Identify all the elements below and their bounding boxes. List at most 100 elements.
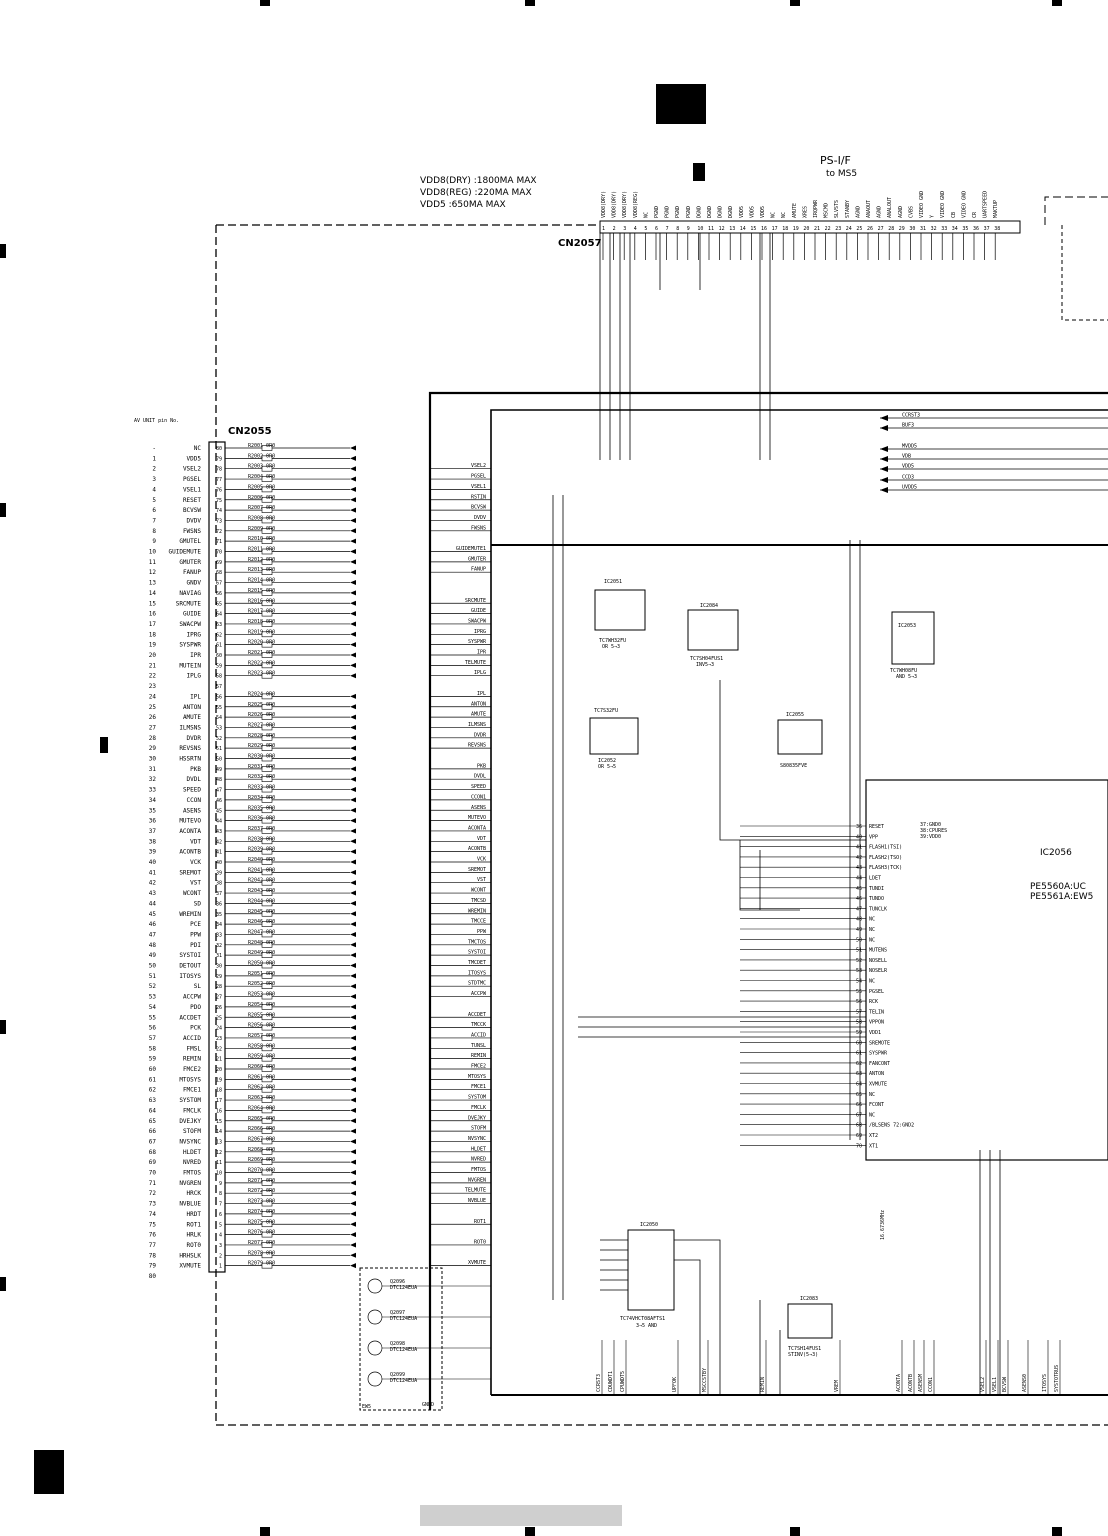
arrow-marker — [350, 714, 356, 720]
cn2055-signal: SYSTOI — [179, 952, 201, 959]
mid-signal-label: ACCPW — [471, 991, 487, 997]
av-pin-number: 2 — [152, 466, 156, 473]
av-pin-number: 4 — [152, 486, 156, 493]
mid-signal-label: GUIDEMUTE1 — [456, 546, 486, 552]
ic2056-pin-number: 58 — [856, 1020, 862, 1026]
mid-signal-label: FWSNS — [471, 525, 486, 531]
ic2056-pin-number: 66 — [856, 1102, 862, 1108]
resistor-label: R2016 0R0 — [248, 598, 275, 604]
av-pin-number: 32 — [149, 776, 157, 783]
cn2055-signal: FMCE1 — [183, 1087, 201, 1094]
resistor-label: R2036 0R0 — [248, 816, 275, 822]
arrow-marker — [350, 507, 356, 513]
cn2057-pin-label: DGND — [728, 206, 734, 218]
mid-signal-label: ACCDET — [468, 1012, 486, 1018]
cn2055-signal: RESET — [183, 497, 201, 504]
av-pin-number: 71 — [149, 1180, 157, 1187]
bus-arrow — [880, 466, 888, 472]
transistor-name: Q2096 — [390, 1279, 405, 1285]
ic2051-part: TC7WH32FU — [599, 638, 626, 644]
arrow-marker — [350, 849, 356, 855]
arrow-marker — [350, 1076, 356, 1082]
arrow-marker — [350, 1190, 356, 1196]
mid-signal-label: RSTIN — [471, 494, 486, 500]
resistor-label: R2067 0R0 — [248, 1136, 275, 1142]
resistor-label: R2074 0R0 — [248, 1209, 275, 1215]
mid-signal-label: DVDR — [474, 732, 487, 738]
transistor-symbol — [367, 1278, 383, 1294]
transistor-name: Q2098 — [390, 1341, 405, 1347]
resistor — [261, 496, 273, 503]
resistor-label: R2053 0R0 — [248, 992, 275, 998]
av-pin-number: 79 — [149, 1263, 157, 1270]
resistor — [261, 569, 273, 576]
cn2055-pin: 46 — [216, 798, 222, 804]
av-pin-number: 5 — [152, 497, 156, 504]
arrow-marker — [350, 497, 356, 503]
av-pin-number: 31 — [149, 766, 157, 773]
resistor — [261, 1097, 273, 1103]
ic2084-part: TC7SH04FUS1 — [690, 656, 723, 662]
bottom-signal-label: ASENSM — [918, 1374, 924, 1392]
cn2055-pin: 76 — [216, 487, 222, 493]
cn2055-signal: FMSL — [187, 1045, 202, 1052]
resistor-label: R2018 0R0 — [248, 619, 275, 625]
ic2050-note: 3→5 AND — [636, 1323, 657, 1329]
bottom-signal-label: ASENS0 — [1022, 1374, 1028, 1392]
av-pin-number: 54 — [149, 1004, 157, 1011]
arrow-marker — [350, 1159, 356, 1165]
ic2056-pin-label: NC — [869, 917, 875, 923]
cn2055-signal: ROT1 — [187, 1221, 202, 1228]
cn2055-signal: ITOSYS — [179, 973, 201, 980]
resistor — [261, 1035, 273, 1041]
cn2055-label: CN2055 — [228, 426, 272, 437]
arrow-marker — [350, 528, 356, 534]
cn2055-signal: NC — [194, 445, 202, 452]
bus-label: BUF3 — [902, 423, 914, 429]
arrow-marker — [350, 569, 356, 575]
transistor-part: DTC124EUA — [390, 1378, 417, 1384]
arrow-marker — [350, 973, 356, 979]
resistor-label: R2037 0R0 — [248, 826, 275, 832]
ic2056-pin-label: NC — [869, 937, 875, 943]
cn2055-pin: 45 — [216, 808, 222, 814]
cn2057-pin-number: 2 — [613, 226, 616, 232]
cn2057-pin-label: XRES — [802, 206, 808, 218]
arrow-marker — [350, 693, 356, 699]
cn2055-pin: 40 — [216, 860, 222, 866]
av-pin-number: 43 — [149, 890, 157, 897]
cn2057-pin-number: 25 — [856, 226, 862, 232]
cn2055-signal: NVSYNC — [179, 1138, 201, 1145]
cn2055-signal: VST — [190, 880, 201, 887]
bottom-signal-label: ACONTA — [896, 1374, 902, 1392]
transistor-part: DTC124EUA — [390, 1285, 417, 1291]
mid-signal-label: ACONTB — [468, 846, 486, 852]
resistor — [261, 548, 273, 555]
av-pin-number: 76 — [149, 1232, 157, 1239]
cn2055-signal: SREMOT — [179, 869, 201, 876]
bottom-signal-label: CCON1 — [928, 1377, 934, 1392]
cn2055-signal: NVGREN — [179, 1180, 201, 1187]
cn2055-signal: DVDL — [187, 776, 202, 783]
mid-signal-label: BCVSW — [471, 505, 487, 511]
cn2055-signal: SL — [194, 983, 202, 990]
ic2053-name: IC2053 — [898, 623, 916, 629]
arrow-marker — [350, 1025, 356, 1031]
cn2057-label: CN2057 — [558, 238, 602, 249]
power-note-2: VDD8(REG) :220MA MAX — [420, 188, 532, 198]
bottom-signal-label: ACONTB — [908, 1374, 914, 1392]
cn2055-signal: DVDR — [187, 735, 202, 742]
cn2057-pin-label: ANALOUT — [887, 197, 893, 218]
mid-signal-label: ASENS — [471, 805, 486, 811]
cn2055-signal: MUTEVO — [179, 818, 201, 825]
cn2057-pin-label: DGND — [707, 206, 713, 218]
cn2055-signal: PDO — [190, 1004, 201, 1011]
arrow-marker — [350, 818, 356, 824]
arrow-marker — [350, 621, 356, 627]
cn2055-signal: WREMIN — [179, 911, 201, 918]
cn2057-pin-label: VDD8(DRY) — [622, 191, 628, 218]
arrow-marker — [350, 1252, 356, 1258]
av-pin-number: 1 — [152, 455, 156, 462]
av-pin-number: 28 — [149, 735, 157, 742]
resistor — [261, 1004, 273, 1010]
